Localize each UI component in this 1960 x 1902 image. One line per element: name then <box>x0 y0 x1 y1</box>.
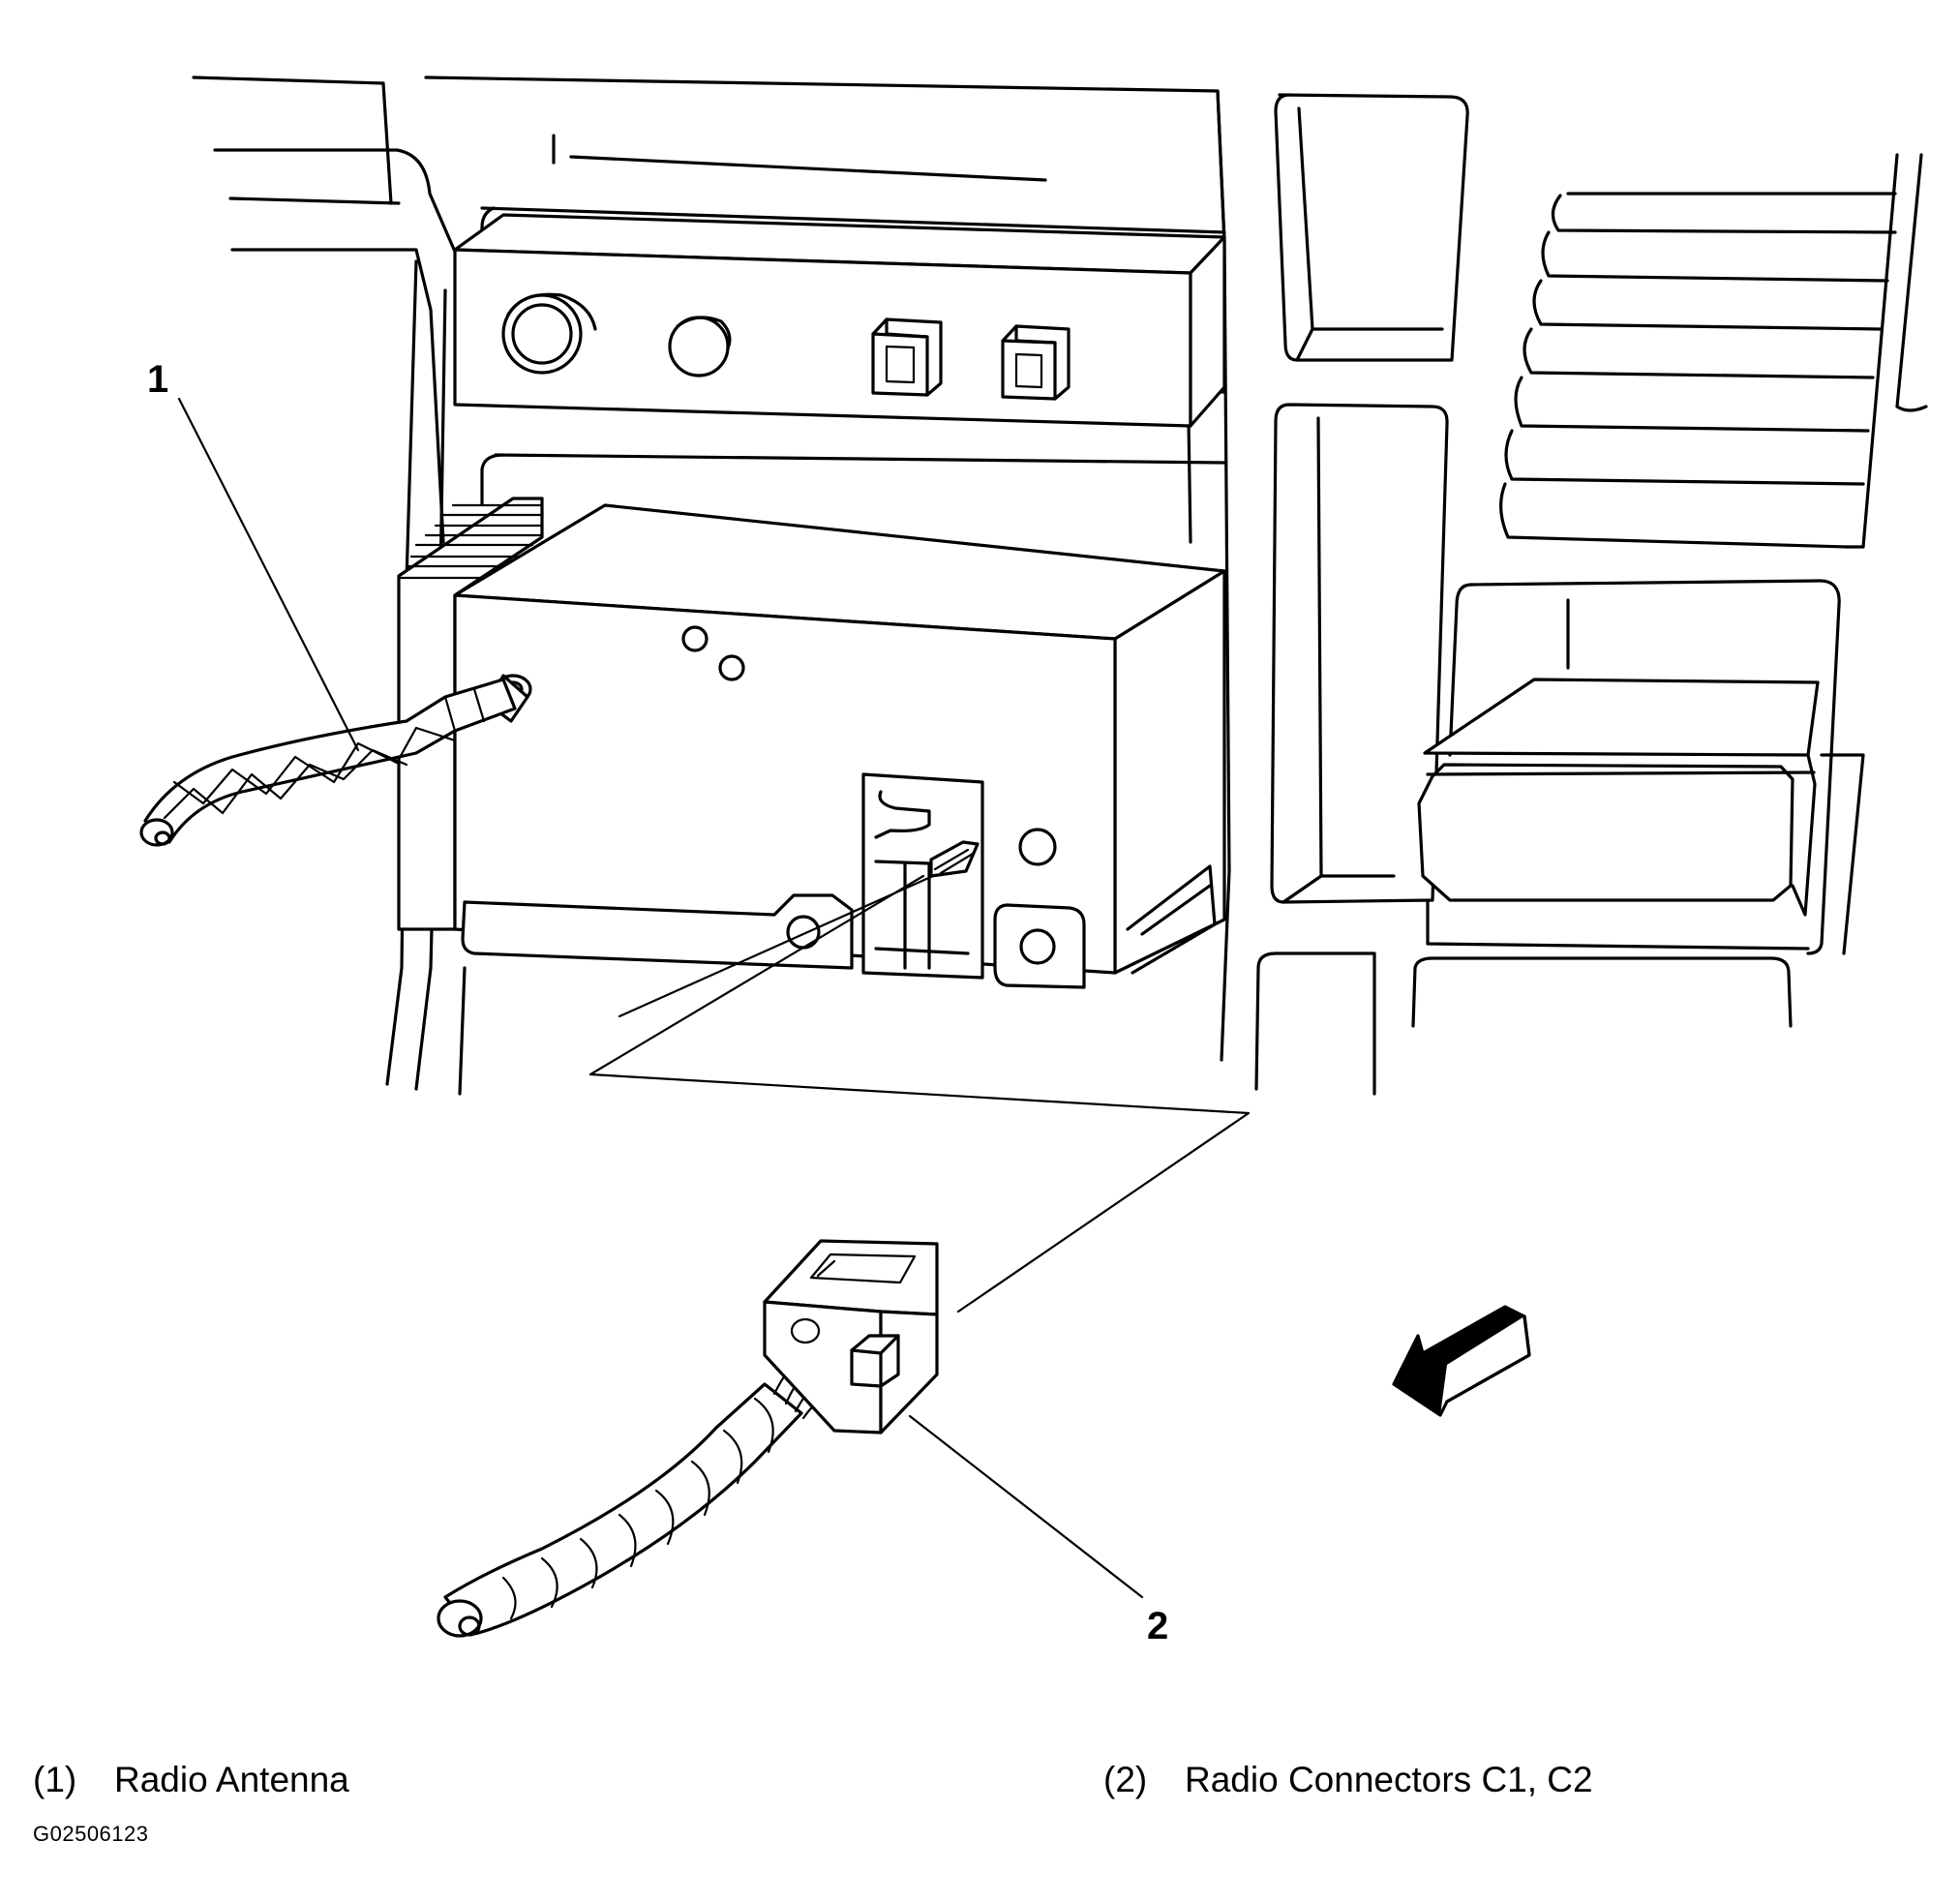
legend-number: (1) <box>33 1760 77 1799</box>
legend-label: Radio Connectors C1, C2 <box>1185 1760 1593 1799</box>
callout-number-2: 2 <box>1147 1605 1169 1647</box>
legend-item-radio-connectors: (2) Radio Connectors C1, C2 <box>1103 1762 1593 1797</box>
climate-control-panel <box>453 213 1226 428</box>
leader-lines <box>177 397 1144 1599</box>
radio-antenna-cable <box>139 674 529 847</box>
legend-item-radio-antenna: (1) Radio Antenna <box>33 1762 349 1797</box>
legend-label: Radio Antenna <box>114 1760 349 1799</box>
right-dash-panels <box>1254 93 1928 1096</box>
detail-projection <box>588 874 1251 1313</box>
direction-arrow-icon <box>1392 1305 1531 1417</box>
figure-id: G02506123 <box>33 1822 149 1846</box>
radio-connector <box>437 1239 939 1638</box>
legend-number: (2) <box>1103 1760 1148 1799</box>
radio-receiver <box>397 497 1226 1096</box>
callout-number-1: 1 <box>147 358 169 401</box>
